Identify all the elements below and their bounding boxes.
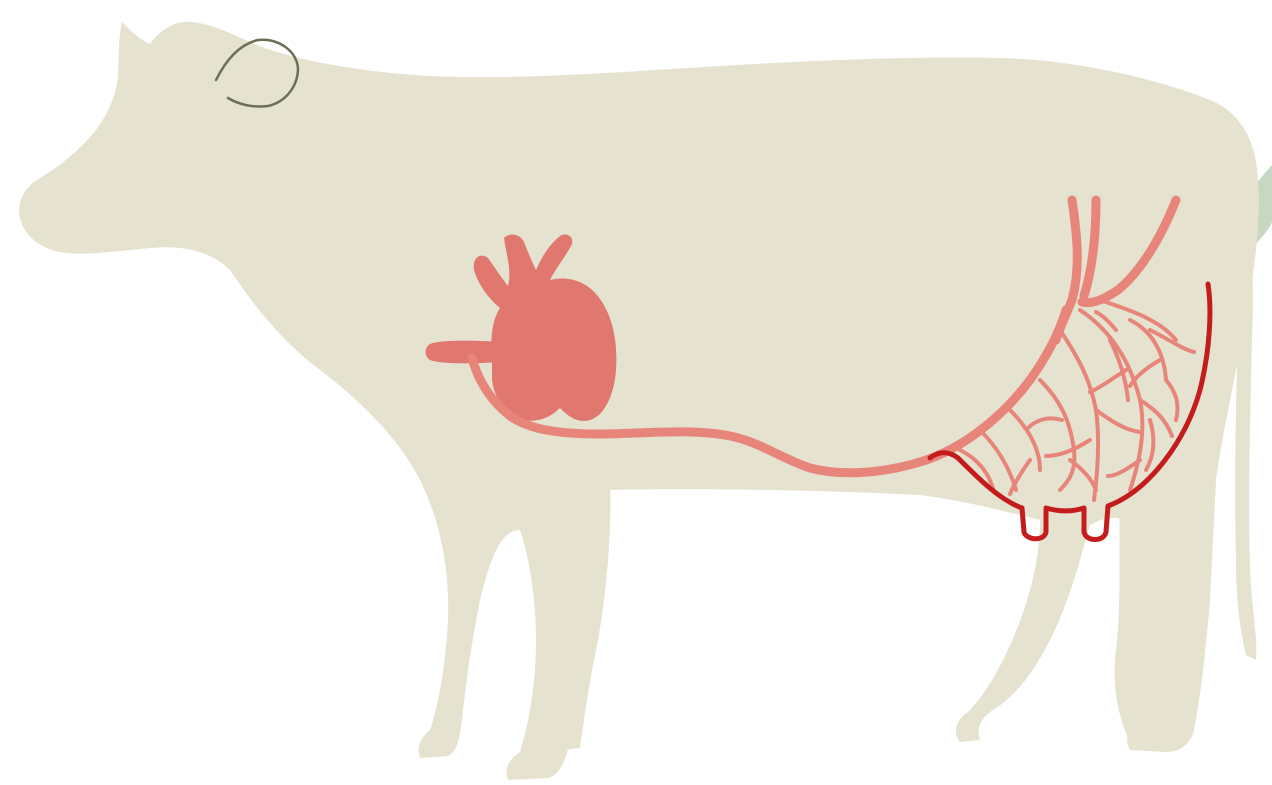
heart-inlet-vessel [426,341,501,364]
cow-body [19,22,1259,780]
